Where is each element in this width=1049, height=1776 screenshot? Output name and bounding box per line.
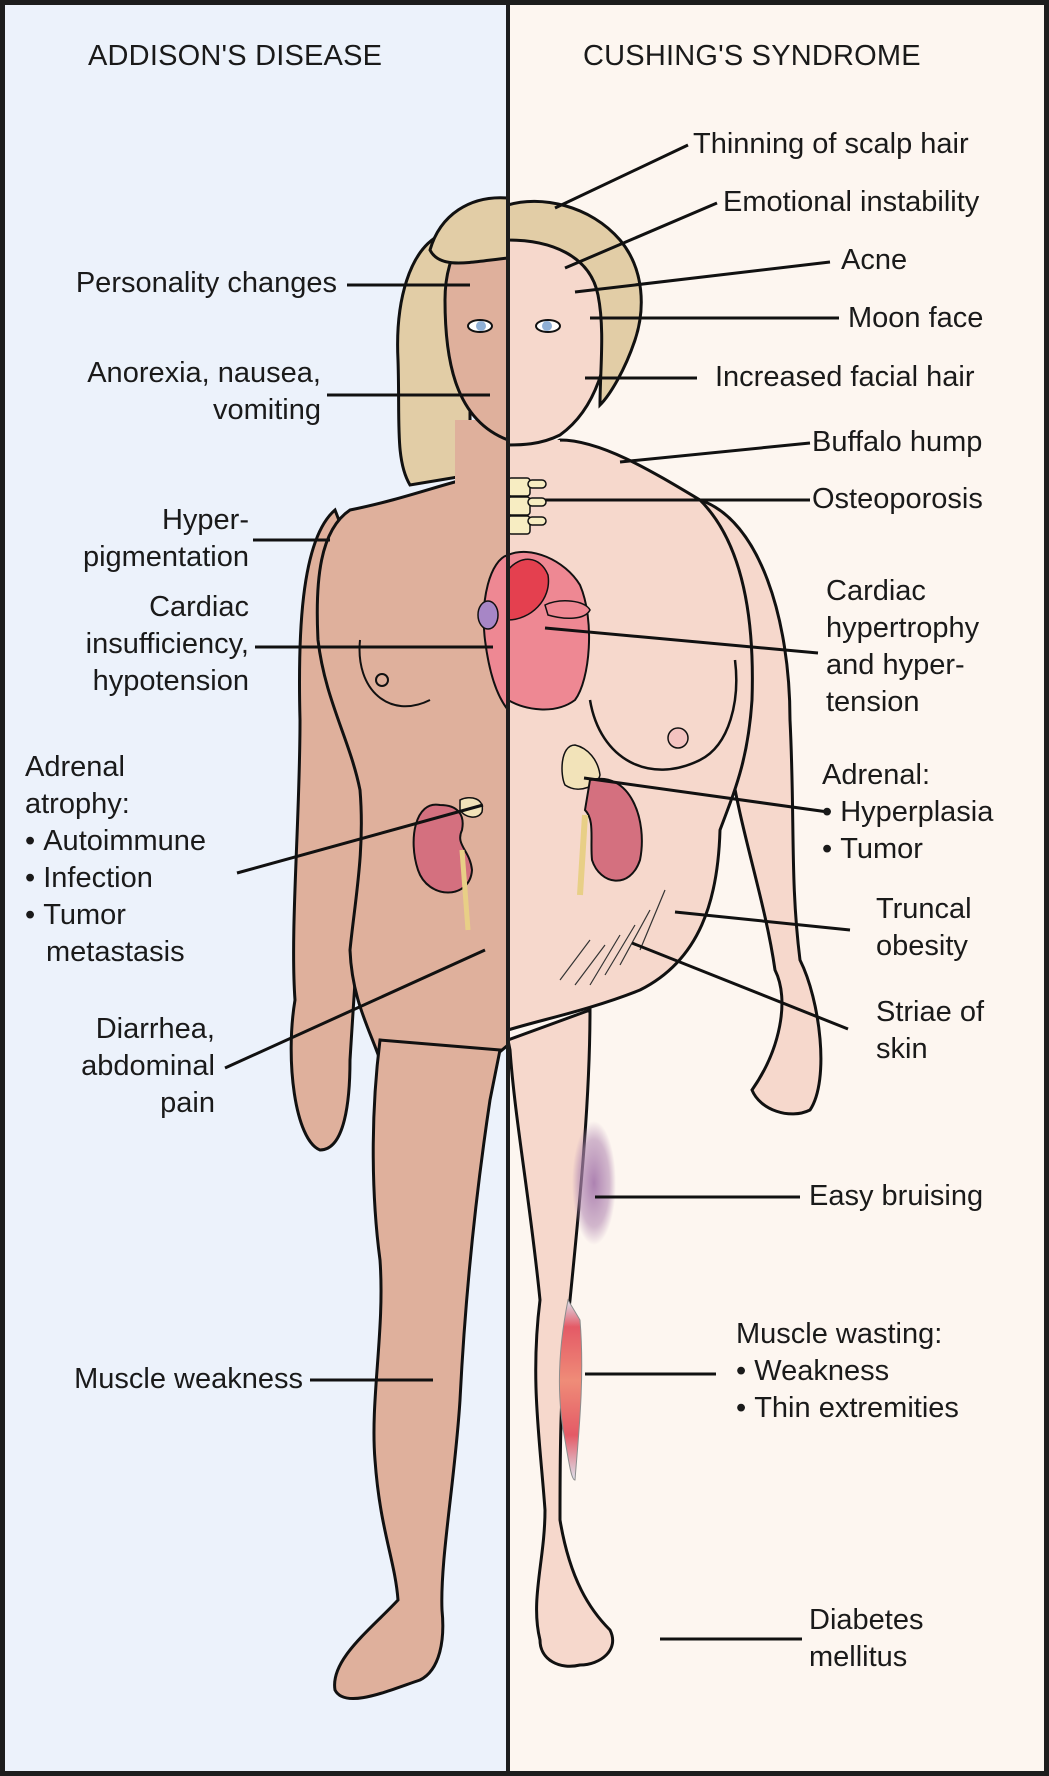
label-increased-facial-hair: Increased facial hair <box>715 361 975 393</box>
label-hyperpigmentation: Hyper- pigmentation <box>82 504 249 573</box>
panel-divider <box>506 0 510 1776</box>
label-buffalo-hump: Buffalo hump <box>812 426 983 458</box>
pointer-lines <box>224 143 851 1641</box>
label-cardiac-insufficiency: Cardiac insufficiency, hypotension <box>85 591 249 697</box>
label-personality-changes: Personality changes <box>75 267 337 299</box>
label-anorexia: Anorexia, nausea, vomiting <box>87 357 321 426</box>
label-adrenal-cushing: Adrenal: Hyperplasia Tumor <box>822 757 993 868</box>
label-acne: Acne <box>841 244 908 276</box>
label-osteoporosis: Osteoporosis <box>812 483 983 515</box>
label-thinning-scalp-hair: Thinning of scalp hair <box>693 128 969 160</box>
cushing-figure <box>508 199 823 1668</box>
label-diabetes-mellitus: Diabetes mellitus <box>809 1604 924 1673</box>
addisons-title: ADDISON'S DISEASE <box>88 40 383 72</box>
label-muscle-weakness: Muscle weakness <box>74 1363 303 1395</box>
label-emotional-instability: Emotional instability <box>723 186 980 218</box>
addison-figure <box>289 196 508 1700</box>
label-moon-face: Moon face <box>848 302 984 334</box>
cushings-title: CUSHING'S SYNDROME <box>583 40 921 72</box>
label-adrenal-atrophy: Adrenal atrophy: Autoimmune Infection Tu… <box>25 749 206 971</box>
label-muscle-wasting: Muscle wasting: Weakness Thin extremitie… <box>736 1316 959 1427</box>
label-striae-of-skin: Striae of skin <box>876 996 984 1065</box>
label-truncal-obesity: Truncal obesity <box>876 893 972 962</box>
label-easy-bruising: Easy bruising <box>809 1180 984 1212</box>
label-cardiac-hypertrophy: Cardiac hypertrophy and hyper- tension <box>826 575 980 718</box>
label-diarrhea: Diarrhea, abdominal pain <box>81 1013 215 1119</box>
